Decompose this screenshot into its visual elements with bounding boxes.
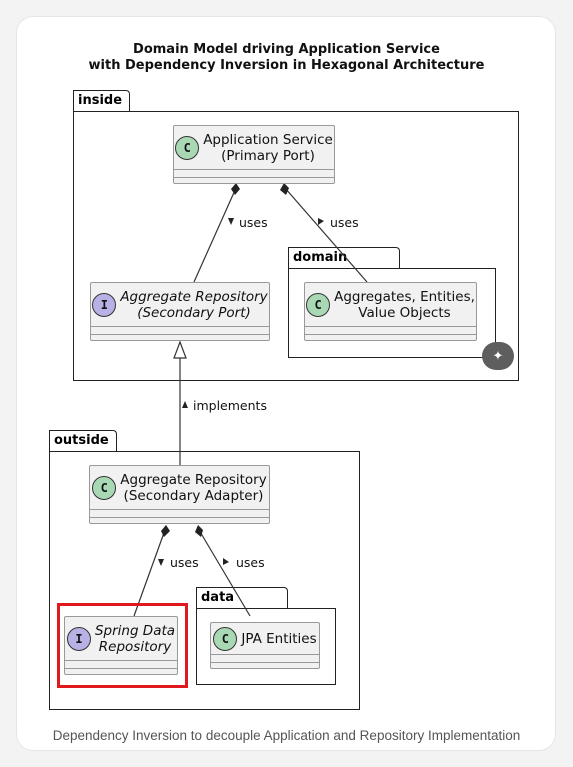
- class-name-line-1: Aggregate Repository: [120, 471, 267, 488]
- methods-divider: [90, 517, 269, 518]
- direction-marker-4: [158, 559, 164, 566]
- diagram-title: Domain Model driving Application Service…: [0, 42, 573, 74]
- package-outside-label: outside: [54, 433, 109, 448]
- uses-line-1: [193, 187, 237, 283]
- composition-diamond-3: [161, 525, 170, 537]
- direction-marker-3: [182, 401, 188, 408]
- attributes-divider: [90, 509, 269, 510]
- class-stereotype-icon: C: [213, 626, 238, 651]
- class-name-line-2: Value Objects: [358, 304, 451, 321]
- implements-arrowhead: [173, 340, 187, 359]
- package-inside-label: inside: [78, 93, 123, 108]
- class-name-line-2: (Secondary Adapter): [123, 487, 264, 504]
- class-aggregate-repository-adapter: C Aggregate Repository (Secondary Adapte…: [89, 465, 270, 524]
- attributes-divider: [305, 326, 476, 327]
- uses-line-4: [198, 529, 251, 617]
- interface-spring-data-repository: I Spring Data Repository: [64, 616, 178, 675]
- class-name-line-2: Repository: [98, 638, 172, 655]
- class-name-line-1: JPA Entities: [241, 630, 317, 647]
- methods-divider: [174, 177, 334, 178]
- class-name-line-1: Application Service: [203, 131, 333, 148]
- uses-line-3: [133, 529, 166, 617]
- direction-marker-2: [318, 218, 324, 225]
- class-name-line-1: Aggregate Repository: [120, 288, 268, 305]
- package-inside-tab: inside: [73, 90, 130, 112]
- attributes-divider: [174, 169, 334, 170]
- attributes-divider: [211, 654, 319, 655]
- relation-label-uses-3: uses: [170, 555, 199, 570]
- class-jpa-entities: C JPA Entities: [210, 622, 320, 669]
- methods-divider: [65, 668, 177, 669]
- interface-aggregate-repository-port: I Aggregate Repository (Secondary Port): [90, 282, 270, 341]
- interface-stereotype-icon: I: [66, 626, 91, 651]
- direction-marker-1: [228, 218, 234, 225]
- relation-label-uses-4: uses: [236, 555, 265, 570]
- composition-diamond-4: [195, 525, 203, 537]
- relation-label-implements: implements: [193, 398, 267, 413]
- magic-wand-icon: ✦: [492, 348, 504, 364]
- class-name-line-1: Aggregates, Entities,: [334, 288, 475, 305]
- attributes-divider: [65, 660, 177, 661]
- class-stereotype-icon: C: [92, 475, 117, 500]
- relation-label-uses-2: uses: [330, 215, 359, 230]
- class-aggregates-entities: C Aggregates, Entities, Value Objects: [304, 282, 477, 341]
- methods-divider: [91, 334, 269, 335]
- highlight-box: [57, 603, 188, 688]
- class-stereotype-icon: C: [306, 292, 331, 317]
- uses-line-2: [284, 187, 368, 283]
- package-outside-tab: outside: [49, 430, 117, 452]
- relation-label-uses-1: uses: [239, 215, 268, 230]
- composition-diamond-2: [280, 183, 289, 195]
- attributes-divider: [91, 326, 269, 327]
- class-stereotype-icon: C: [175, 135, 200, 160]
- composition-diamond-1: [231, 183, 240, 195]
- class-name-line-2: (Secondary Port): [137, 304, 251, 321]
- title-line-1: Domain Model driving Application Service: [133, 42, 440, 57]
- class-application-service: C Application Service (Primary Port): [173, 125, 335, 184]
- figure-caption: Dependency Inversion to decouple Applica…: [52, 728, 521, 743]
- methods-divider: [305, 334, 476, 335]
- methods-divider: [211, 662, 319, 663]
- title-line-2: with Dependency Inversion in Hexagonal A…: [88, 58, 485, 73]
- magic-edit-button[interactable]: ✦: [482, 342, 514, 370]
- class-name-line-1: Spring Data: [94, 622, 176, 639]
- class-name-line-2: (Primary Port): [221, 147, 315, 164]
- direction-marker-5: [223, 558, 229, 565]
- interface-stereotype-icon: I: [92, 292, 117, 317]
